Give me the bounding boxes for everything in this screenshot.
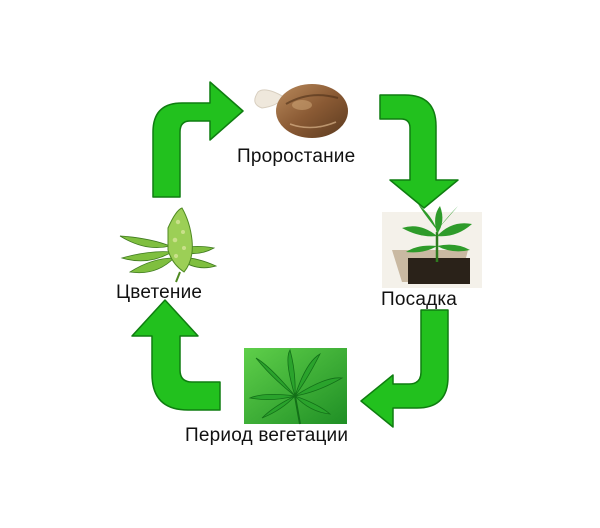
- bud-icon: [119, 207, 218, 283]
- seedling-icon: [382, 204, 482, 288]
- arrow-germination-to-planting: [379, 94, 459, 209]
- stage-label-planting: Посадка: [381, 289, 458, 310]
- arrow-flowering-to-germination: [152, 81, 244, 198]
- stage-label-flowering: Цветение: [116, 282, 203, 303]
- stage-label-vegetation: Период вегетации: [185, 425, 349, 446]
- arrow-vegetation-to-flowering: [131, 299, 221, 411]
- arrow-planting-to-vegetation: [360, 309, 449, 428]
- leaf-icon: [244, 348, 347, 425]
- seed-icon: [254, 84, 348, 138]
- stage-label-germination: Проростание: [237, 146, 356, 167]
